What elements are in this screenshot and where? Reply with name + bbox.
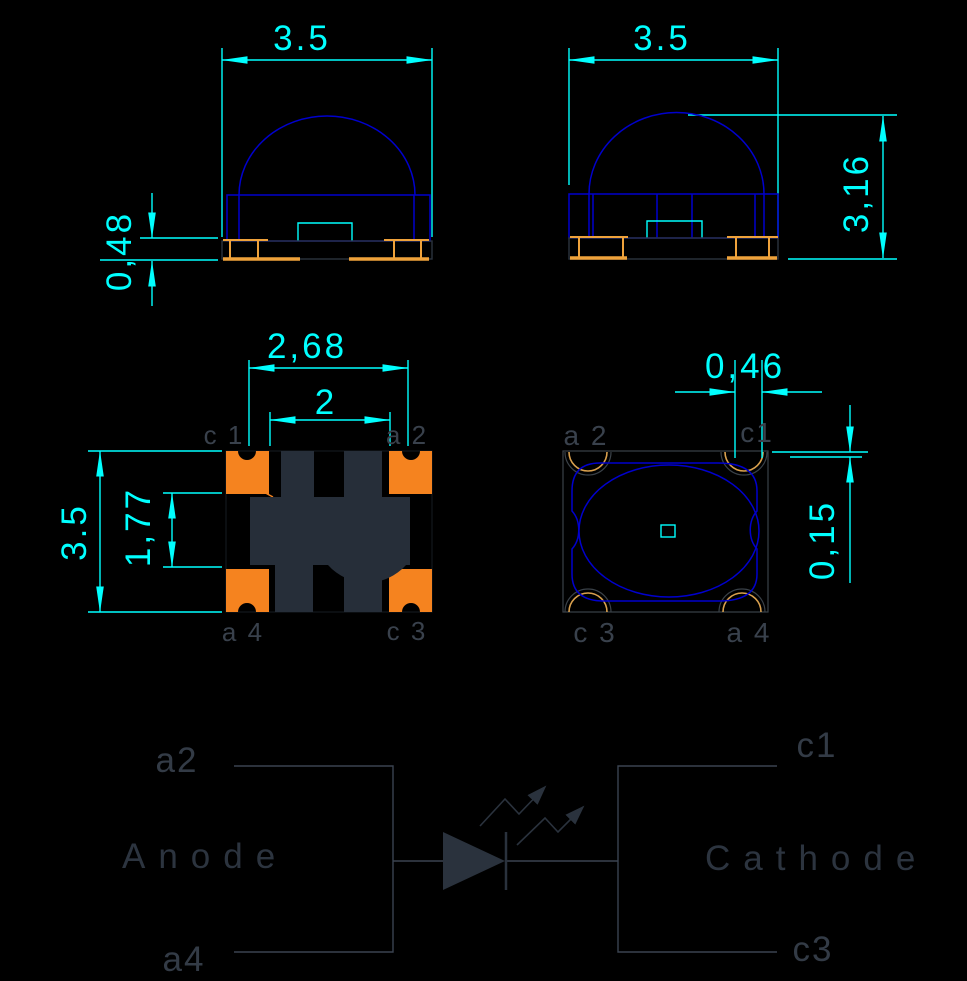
front-solder-pads (223, 239, 429, 261)
front-width-dim-text: 3.5 (273, 19, 331, 58)
anode-bracket (234, 765, 394, 953)
bottom-view: 2,68 2 3.5 1,77 (55, 327, 433, 647)
bottom-pad-label-a2: a 2 (386, 420, 428, 450)
front-pad-height-dimension: 0,48 (100, 193, 218, 306)
led-symbol (443, 832, 508, 890)
front-body-outline (226, 194, 431, 242)
top-pad-label-a4: a 4 (727, 617, 772, 648)
schematic-pin-c1: c1 (797, 726, 838, 765)
side-body-outline (568, 193, 779, 239)
top-notch-width-text: 0,46 (705, 347, 785, 386)
cathode-label: Cathode (705, 839, 928, 878)
front-view: 3.5 0,48 (100, 19, 433, 306)
bottom-pad-gap-text: 1,77 (119, 487, 158, 567)
bottom-pad-gap-dimension: 1,77 (119, 487, 222, 568)
front-width-dimension: 3.5 (221, 19, 433, 237)
schematic: a2 a4 c1 c3 Anode Cathode (122, 726, 928, 979)
bottom-thermal-body (250, 451, 410, 612)
bottom-pad-label-c1: c 1 (204, 420, 245, 450)
bottom-body-size-text: 3.5 (55, 503, 94, 561)
bottom-pad-label-c3: c 3 (387, 616, 428, 646)
anode-label: Anode (122, 837, 288, 876)
side-center-marker (646, 220, 703, 238)
schematic-pin-c3: c3 (793, 930, 834, 969)
top-notch-offset-dimension: 0,15 (772, 405, 868, 583)
bottom-pad-span-dimension: 2,68 (248, 327, 409, 446)
bottom-package-outline (225, 450, 433, 613)
side-solder-pads (570, 236, 778, 260)
top-pad-label-c3: c 3 (573, 617, 616, 648)
side-substrate-outline (568, 237, 779, 260)
bottom-solder-pads (226, 451, 432, 612)
front-dome-outline (238, 115, 416, 196)
schematic-pin-a2: a2 (156, 741, 199, 780)
front-pad-height-dim-text: 0,48 (100, 211, 139, 291)
bottom-pad-label-a4: a 4 (222, 617, 264, 647)
top-corner-notches (564, 451, 768, 613)
bottom-inner-span-dimension: 2 (269, 383, 391, 446)
top-pad-label-a2: a 2 (564, 420, 609, 451)
top-notch-offset-text: 0,15 (803, 500, 842, 580)
top-die-marker (660, 524, 676, 538)
side-height-dimension: 3,16 (688, 114, 897, 260)
top-package-outline (562, 450, 769, 613)
side-height-dim-text: 3,16 (837, 153, 876, 233)
cathode-bracket (617, 765, 777, 953)
light-emission-arrows (479, 785, 585, 846)
front-center-marker (297, 222, 353, 241)
bottom-pad-span-text: 2,68 (267, 327, 347, 366)
bottom-inner-span-text: 2 (315, 383, 337, 422)
top-pad-label-c1: c1 (740, 417, 774, 448)
top-view: 0,46 0,15 a 2 c1 c 3 a 4 (562, 347, 868, 648)
top-reflector-outline (571, 462, 760, 602)
side-width-dim-text: 3.5 (633, 19, 691, 58)
side-dome-outline (588, 111, 765, 195)
side-width-dimension: 3.5 (568, 19, 779, 237)
side-view: 3.5 3,16 (568, 19, 897, 260)
schematic-pin-a4: a4 (163, 940, 206, 979)
top-notch-width-dimension: 0,46 (675, 347, 822, 458)
front-substrate-outline (221, 240, 433, 260)
bottom-body-size-dimension: 3.5 (55, 450, 222, 613)
